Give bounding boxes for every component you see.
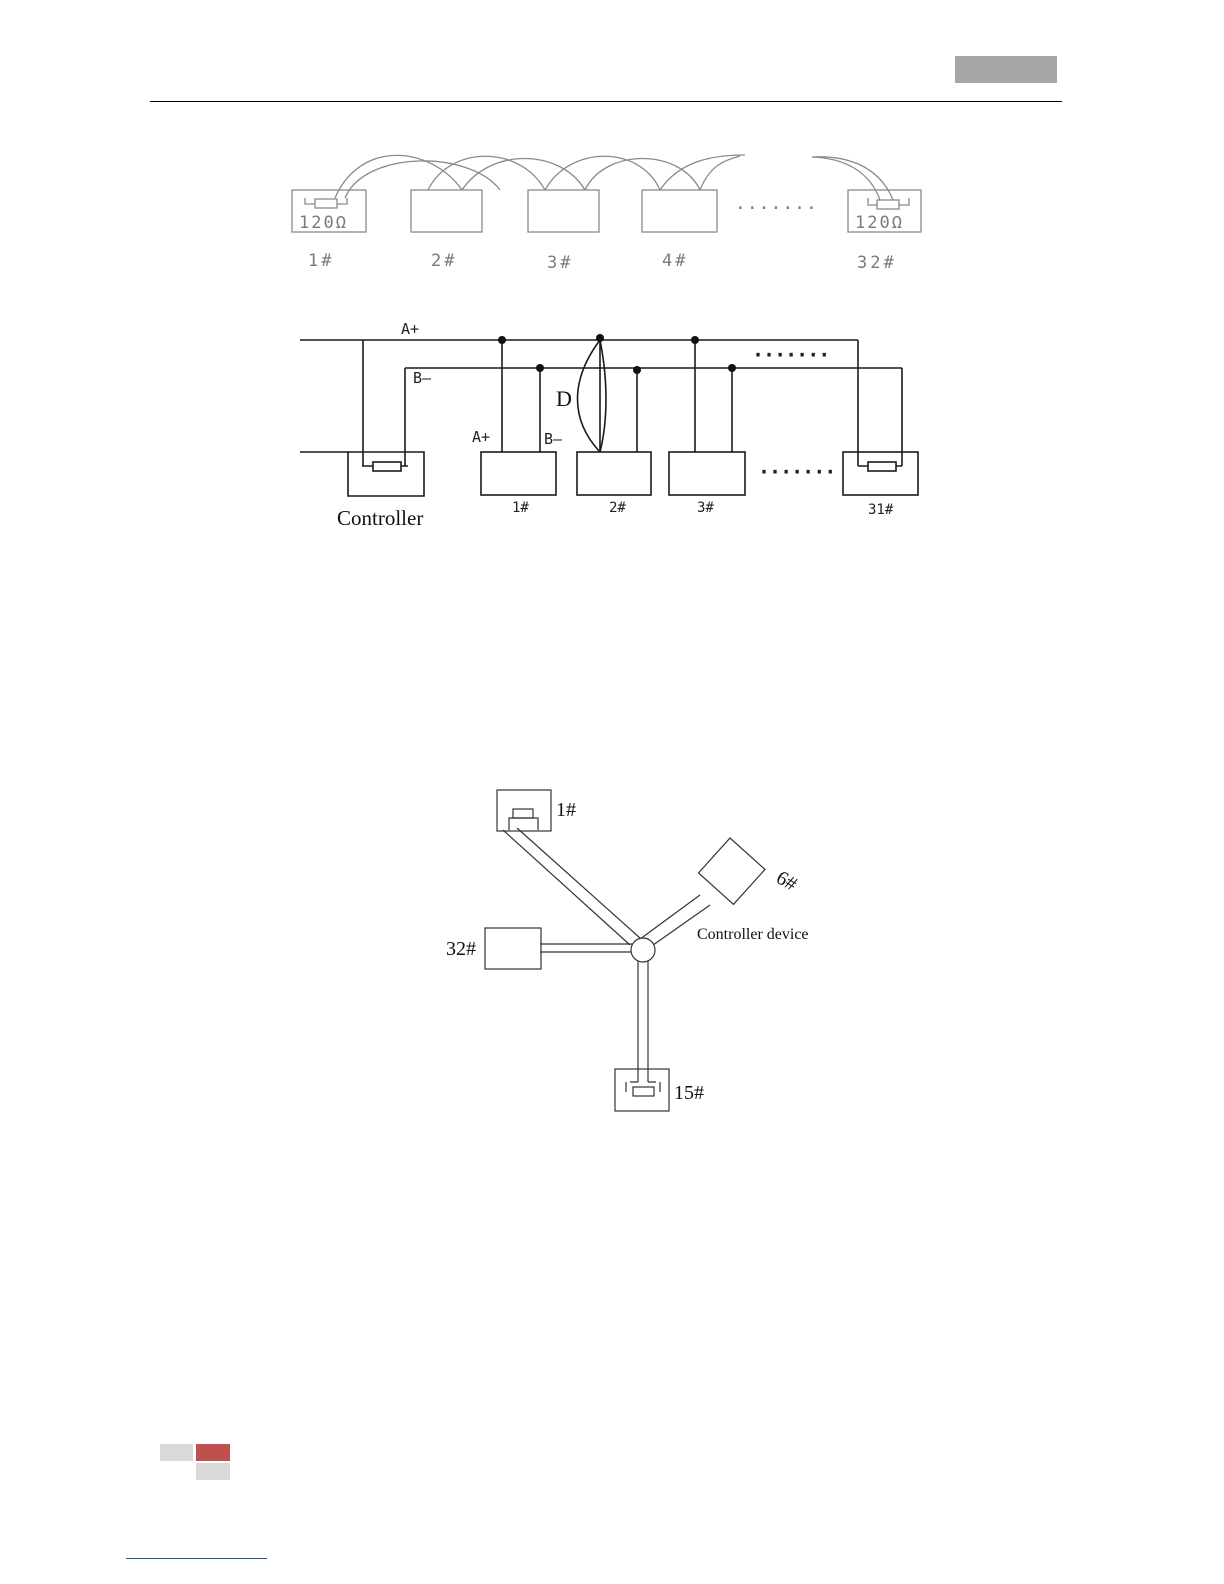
star-hub — [631, 938, 655, 962]
bus-node-label: 31# — [868, 502, 894, 518]
bus-node-box — [577, 452, 651, 495]
star-node-box — [615, 1069, 669, 1111]
bus-node-label: 1# — [512, 500, 529, 516]
chain-node-label: 2# — [431, 251, 457, 271]
resistor-icon — [373, 462, 401, 471]
star-node-box — [699, 838, 765, 904]
footer-link-underline[interactable] — [126, 1558, 267, 1559]
chain-node-box — [528, 190, 599, 232]
chain-node-box — [411, 190, 482, 232]
chain-arc — [700, 156, 740, 190]
star-node-label: 6# — [772, 867, 800, 896]
chain-resistor-label: 120Ω — [855, 213, 904, 233]
chain-node-box — [642, 190, 717, 232]
resistor-icon — [633, 1087, 654, 1096]
chain-arc — [345, 161, 500, 198]
chain-arc — [545, 156, 660, 190]
star-diagram — [485, 790, 765, 1111]
controller-label: Controller — [337, 506, 423, 530]
footer-shade-block — [196, 1463, 230, 1480]
footer-accent-block — [196, 1444, 230, 1461]
distance-curve — [600, 340, 606, 452]
bus-ellipsis-bottom: ······· — [758, 460, 835, 484]
bus-ellipsis-top: ······· — [752, 343, 829, 367]
chain-arc — [812, 157, 880, 200]
star-node-label: 1# — [556, 799, 576, 821]
drop-label-a: A+ — [472, 428, 490, 446]
star-node-label: 32# — [446, 938, 476, 960]
chain-node-label: 4# — [662, 251, 688, 271]
drop-label-b: B— — [544, 430, 563, 448]
resistor-icon — [513, 809, 533, 818]
chain-node-label: 1# — [308, 251, 334, 271]
chain-arc — [812, 157, 893, 200]
resistor-icon — [868, 462, 896, 471]
distance-curve — [578, 340, 601, 452]
chain-resistor-label: 120Ω — [299, 213, 348, 233]
bus-label-b: B— — [413, 369, 432, 387]
chain-arc — [585, 159, 700, 191]
chain-ellipsis: ······· — [735, 198, 818, 219]
chain-diagram — [292, 155, 921, 232]
chain-node-label: 3# — [547, 253, 573, 273]
bus-node-label: 2# — [609, 500, 626, 516]
bus-label-a: A+ — [401, 320, 419, 338]
bus-node-box — [843, 452, 918, 495]
chain-node-label: 32# — [857, 253, 897, 273]
distance-label: D — [556, 386, 572, 411]
resistor-icon — [877, 200, 899, 209]
bus-node-box — [481, 452, 556, 495]
bus-node-box — [669, 452, 745, 495]
star-node-box — [497, 790, 551, 831]
bus-node-label: 3# — [697, 500, 714, 516]
star-controller-label: Controller device — [697, 926, 809, 943]
footer-shade-block — [160, 1444, 193, 1461]
star-node-box — [485, 928, 541, 969]
resistor-icon — [315, 199, 337, 208]
star-node-label: 15# — [674, 1082, 704, 1104]
